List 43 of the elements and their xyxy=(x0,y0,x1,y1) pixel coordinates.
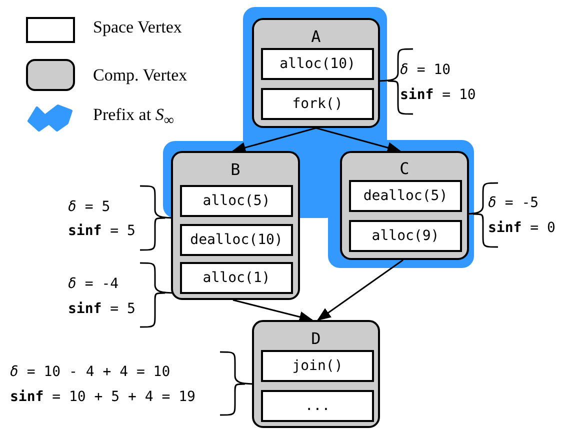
legend-label: Space Vertex xyxy=(93,18,182,36)
space-vertex xyxy=(261,48,374,80)
annotation-text: δ = 10 xyxy=(400,63,451,77)
annotation-text: sinf = 10 + 5 + 4 = 19 xyxy=(10,390,196,404)
space-vertex xyxy=(349,220,462,252)
vertex-name: A xyxy=(311,29,321,45)
annotation-text: sinf = 5 xyxy=(68,224,136,238)
space-vertex xyxy=(261,350,374,382)
space-vertex xyxy=(349,180,462,212)
legend-label: Comp. Vertex xyxy=(93,66,188,84)
operation-label: dealloc(5) xyxy=(363,189,448,203)
annotation-text: δ = -5 xyxy=(488,196,539,210)
legend-label: Prefix at S$_{∞}$ xyxy=(93,106,174,128)
space-vertex xyxy=(261,88,374,120)
space-vertex xyxy=(261,390,374,422)
operation-label: alloc(10) xyxy=(280,57,356,71)
arrow xyxy=(232,127,316,154)
operation-label: alloc(5) xyxy=(202,194,270,208)
operation-label: alloc(9) xyxy=(372,229,440,243)
vertex-name: B xyxy=(230,162,240,178)
arrow xyxy=(232,299,314,322)
operation-label: alloc(1) xyxy=(202,271,270,285)
vertex-name: C xyxy=(400,161,410,177)
operation-label: dealloc(10) xyxy=(190,233,283,247)
annotation-text: δ = -4 xyxy=(68,277,119,291)
operation-label: fork() xyxy=(292,97,343,111)
operation-label: ... xyxy=(304,399,330,413)
annotation-text: δ = 5 xyxy=(68,200,110,214)
space-vertex xyxy=(180,224,293,256)
computation-vertex xyxy=(171,151,300,300)
computation-vertex xyxy=(340,151,469,260)
vertex-name: D xyxy=(311,331,321,347)
space-vertex xyxy=(180,262,293,294)
annotation-text: sinf = 10 xyxy=(400,88,476,102)
annotation-text: sinf = 5 xyxy=(68,302,136,316)
annotation-text: sinf = 0 xyxy=(488,221,556,235)
computation-vertex xyxy=(252,18,380,128)
computation-vertex xyxy=(252,320,380,428)
operation-label: join() xyxy=(292,359,343,373)
space-vertex xyxy=(180,185,293,217)
annotation-text: δ = 10 - 4 + 4 = 10 xyxy=(10,365,170,379)
arrow xyxy=(316,259,404,321)
arrow xyxy=(316,127,402,154)
